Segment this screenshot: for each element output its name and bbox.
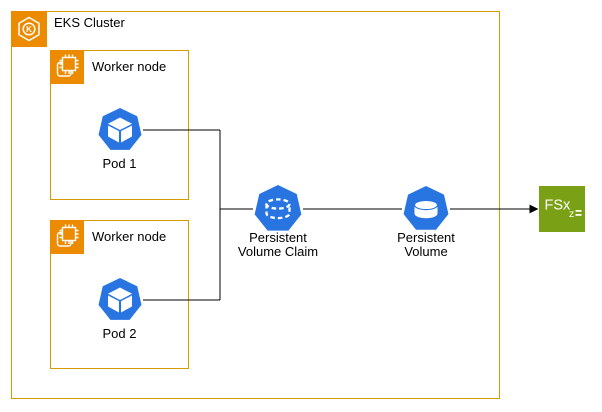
pod-2-icon [98, 277, 142, 320]
eks-cluster-box [11, 11, 500, 399]
fsx-icon-subscript: z [569, 208, 574, 220]
cube-top-face [108, 117, 132, 130]
pod-1-label: Pod 1 [102, 156, 137, 171]
fsx-equals-bars [575, 210, 582, 216]
pod-1-icon [98, 107, 142, 150]
eks-circle-glyph [22, 22, 36, 36]
worker-node-2-box [50, 220, 189, 369]
worker-node-1-box [50, 50, 189, 200]
eks-hexagon-glyph [18, 16, 40, 42]
cube-top-face [108, 287, 132, 300]
persistent-volume-claim-label: Persistent Volume Claim [237, 230, 319, 259]
eks-cluster-title: EKS Cluster [54, 15, 125, 30]
cube-left-face [108, 295, 119, 313]
chip-body-glyph [61, 56, 77, 72]
ec2-instance-icon [50, 50, 84, 84]
arrowhead-to-fsx [529, 204, 539, 214]
fsx-openzfs-icon: FSx z [539, 186, 585, 232]
cylinder-top-glyph [413, 199, 439, 211]
ec2-instance-icon [50, 220, 84, 254]
fsx-icon-text: FSx [545, 198, 572, 214]
persistent-volume-label: Persistent Volume [397, 230, 455, 259]
eks-cluster-icon: K [11, 11, 47, 47]
chip-body-glyph [61, 226, 77, 242]
dashed-cylinder-body-glyph [265, 204, 291, 220]
persistent-volume-claim-icon [254, 185, 302, 231]
persistent-volume-icon [403, 186, 449, 230]
pod-2-label: Pod 2 [102, 326, 137, 341]
cube-right-face [121, 295, 132, 313]
worker-node-1-label: Worker node [92, 59, 167, 74]
eks-icon-letter: K [26, 25, 32, 34]
worker-node-2-label: Worker node [92, 229, 167, 244]
